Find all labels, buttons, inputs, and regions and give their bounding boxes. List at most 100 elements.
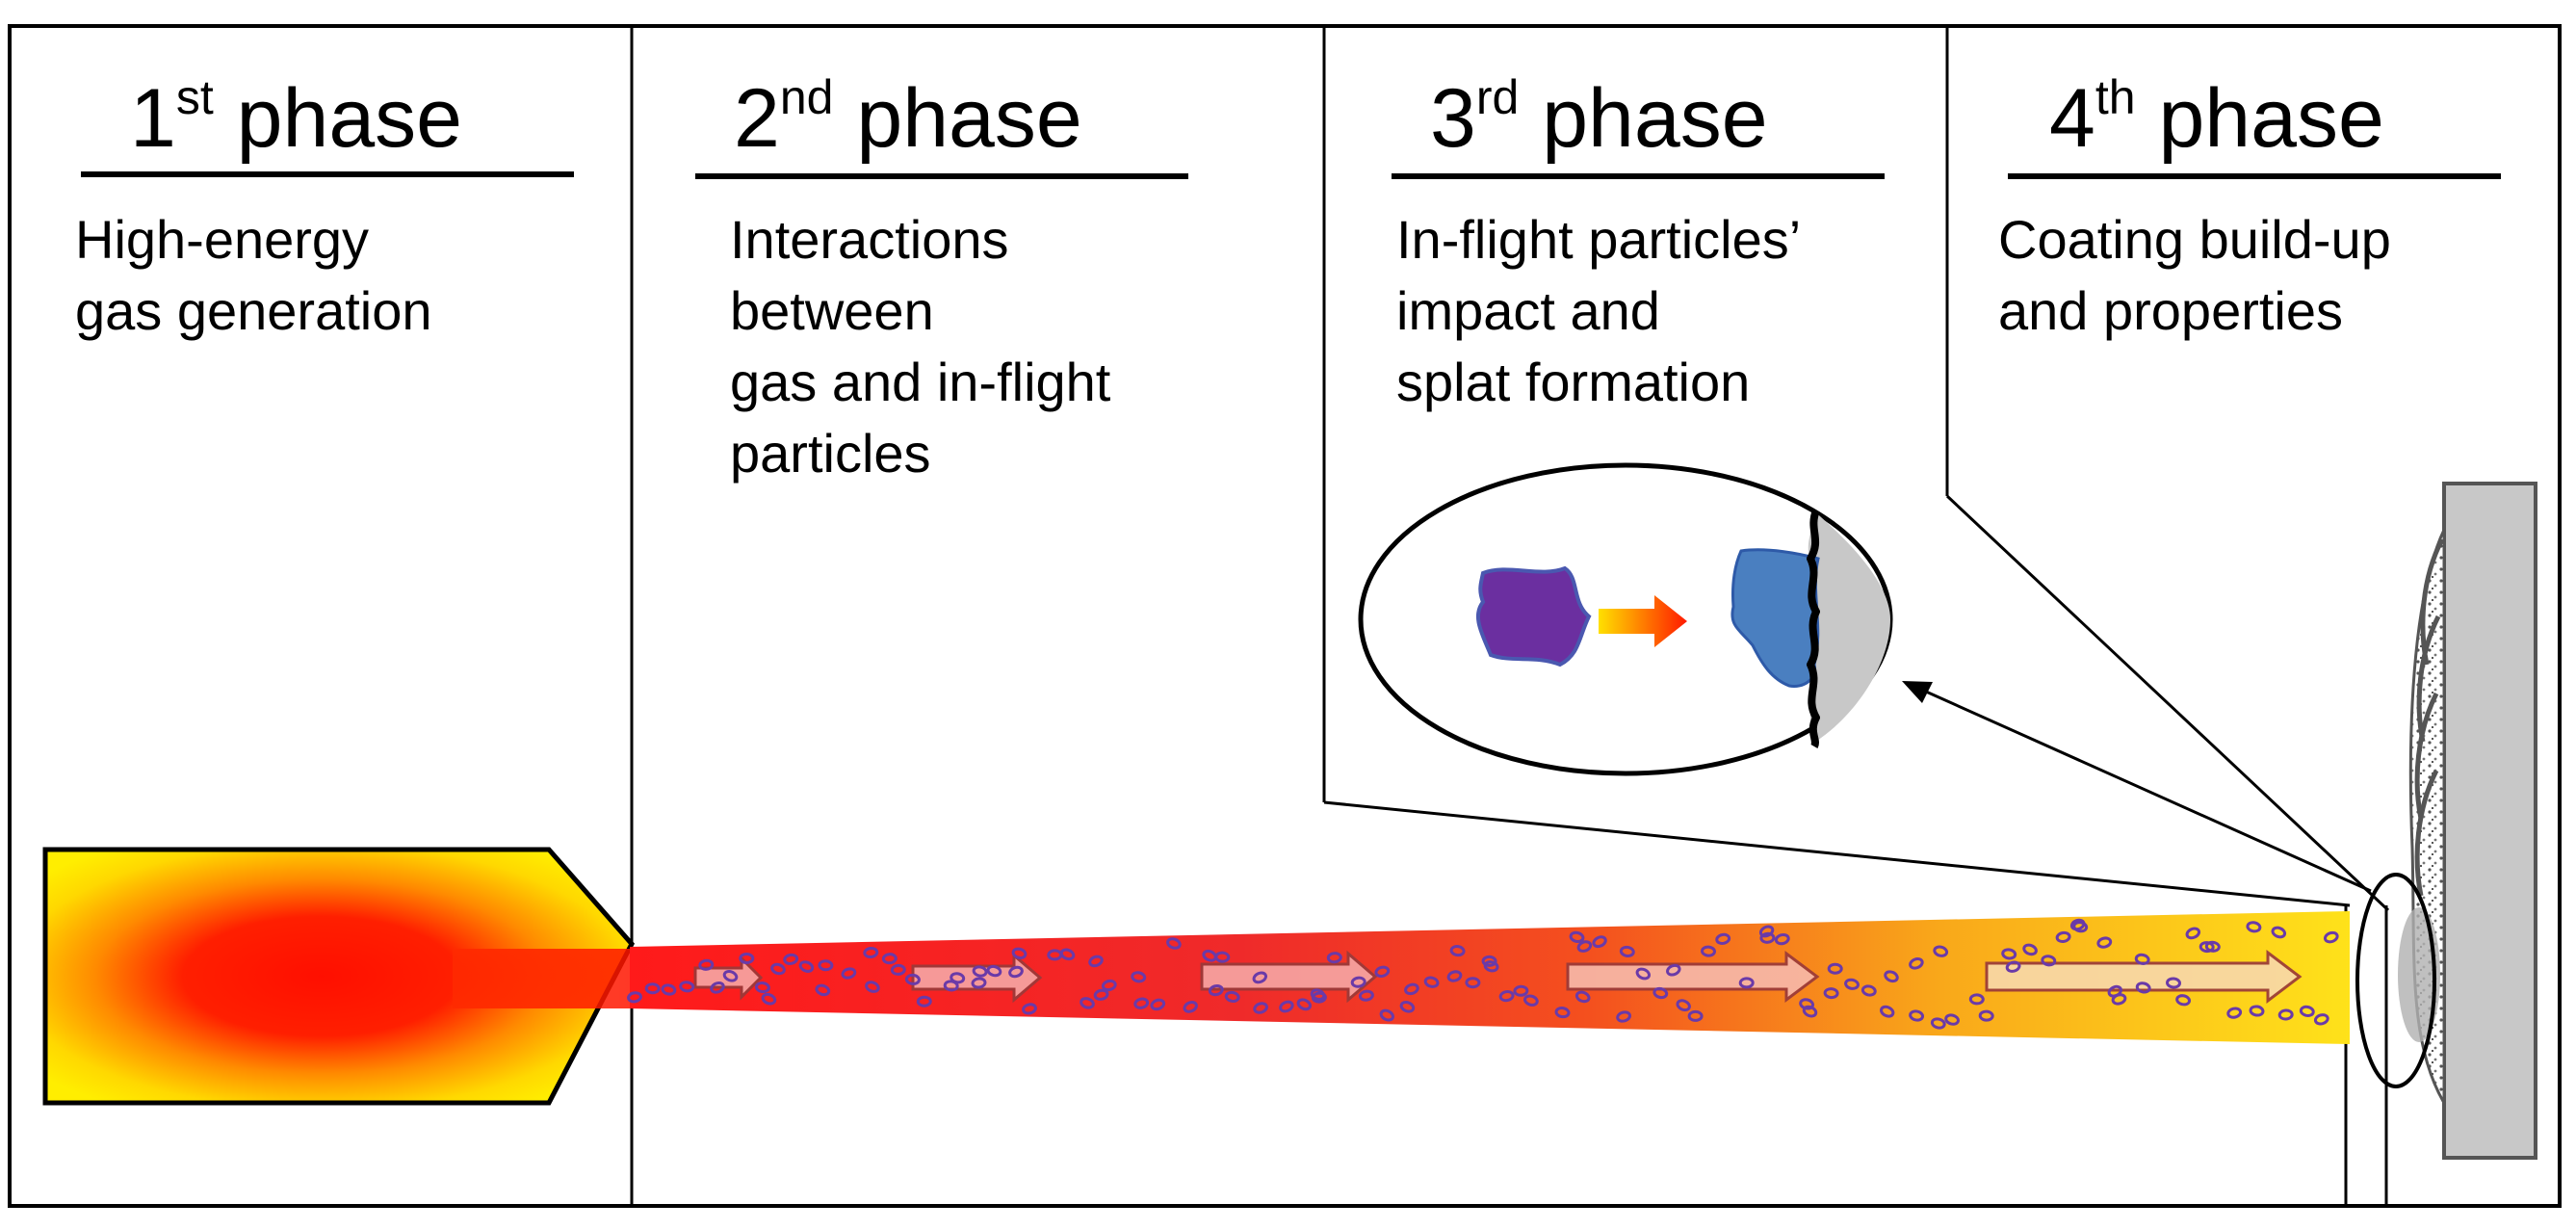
particle [1944, 1013, 1960, 1026]
phase-2-number: 2 [734, 72, 780, 165]
particle [761, 992, 777, 1006]
particle [1569, 930, 1585, 944]
particle-before-impact [1475, 565, 1592, 667]
particle [722, 969, 739, 982]
phase-2-ordinal: nd [779, 70, 834, 124]
perspective-line-3 [1323, 800, 2351, 907]
particle [1166, 937, 1182, 950]
particle [2185, 927, 2201, 940]
particle [841, 967, 857, 980]
phase-3-line: In-flight particles’ [1396, 209, 1802, 270]
particle [1635, 967, 1651, 981]
particle [881, 953, 898, 965]
phase-4-rule [2008, 173, 2501, 179]
particle [1093, 988, 1109, 1001]
particle [1933, 945, 1949, 957]
particle [971, 977, 987, 989]
particle [739, 952, 755, 965]
phase-2-line: Interactions [730, 209, 1009, 270]
phase-4-line: and properties [1998, 280, 2344, 341]
phase-1-line: High-energy [75, 209, 370, 270]
particle [1080, 997, 1095, 1009]
particle [1131, 971, 1147, 983]
particle [2107, 984, 2123, 998]
phase-3-rule [1392, 173, 1885, 179]
particle [1350, 976, 1366, 988]
particle [1616, 1010, 1631, 1023]
particle [1884, 970, 1899, 983]
particle [1774, 932, 1790, 946]
phase-4-word: phase [2158, 72, 2384, 165]
particle [890, 963, 906, 976]
particle [1423, 976, 1440, 988]
particle [1326, 952, 1342, 964]
particle [1860, 984, 1877, 997]
perspective-line-4 [1945, 494, 2390, 912]
particle [1676, 999, 1691, 1012]
particle [1214, 951, 1231, 963]
particle [2271, 926, 2287, 939]
phase-4-ordinal: th [2095, 70, 2136, 124]
phase-3-description: In-flight particles’ impact and splat fo… [1396, 204, 1801, 418]
phase-2-line: gas and in-flight [730, 352, 1111, 412]
phase-3-number: 3 [1430, 72, 1476, 165]
particle [1715, 932, 1731, 945]
particle [1576, 940, 1593, 953]
particle [818, 959, 834, 972]
particle [2055, 930, 2071, 943]
particle [2249, 1005, 2265, 1017]
particle [770, 962, 786, 976]
phase-3-heading: 3rd phase [1430, 73, 1768, 160]
particle [1827, 962, 1843, 975]
particle [1296, 998, 1312, 1011]
particle [1011, 947, 1028, 959]
particle [1619, 945, 1635, 957]
particle [972, 965, 988, 978]
particle [1253, 1002, 1268, 1014]
particle [1399, 1000, 1416, 1013]
particle [2204, 940, 2221, 953]
phase-4-number: 4 [2049, 72, 2095, 165]
particle [2005, 960, 2021, 973]
particle [754, 981, 770, 994]
phase-1-line: gas generation [75, 280, 432, 341]
phase-2-heading: 2nd phase [734, 73, 1082, 160]
particle [783, 953, 799, 965]
particle [865, 981, 880, 993]
particle [2072, 921, 2089, 933]
particle [661, 983, 677, 996]
particle [627, 991, 642, 1004]
substrate [2442, 482, 2537, 1160]
flow-arrow-3 [1200, 950, 1378, 1004]
particle [815, 983, 831, 997]
particle [943, 980, 959, 992]
particle [2134, 953, 2150, 965]
particle [710, 981, 725, 994]
particle [904, 973, 921, 985]
coating-texture [2398, 907, 2440, 1042]
phase-3-ordinal: rd [1475, 70, 1520, 124]
particle [2299, 1005, 2315, 1017]
particle [1909, 956, 1924, 970]
particle [863, 946, 879, 959]
particle [1279, 1000, 1294, 1013]
particle [1909, 1009, 1925, 1022]
particle [1574, 990, 1591, 1004]
detail-pointer-line [1925, 690, 2372, 893]
particle [2041, 955, 2057, 967]
phase-1-ordinal: st [175, 70, 214, 124]
phase-3-line: splat formation [1396, 352, 1751, 412]
particle [1823, 987, 1839, 1000]
particle [1523, 994, 1539, 1007]
particle [1379, 1008, 1394, 1022]
phase-1-number: 1 [130, 72, 176, 165]
particle [1481, 955, 1497, 967]
particle [1592, 935, 1607, 949]
spray-gun [42, 847, 636, 1106]
splat-interface [1807, 509, 1820, 748]
particle [2135, 981, 2151, 994]
impact-detail [1358, 462, 1893, 776]
lamella [2414, 769, 2439, 897]
phase-3-word: phase [1542, 72, 1768, 165]
particle [644, 982, 661, 995]
